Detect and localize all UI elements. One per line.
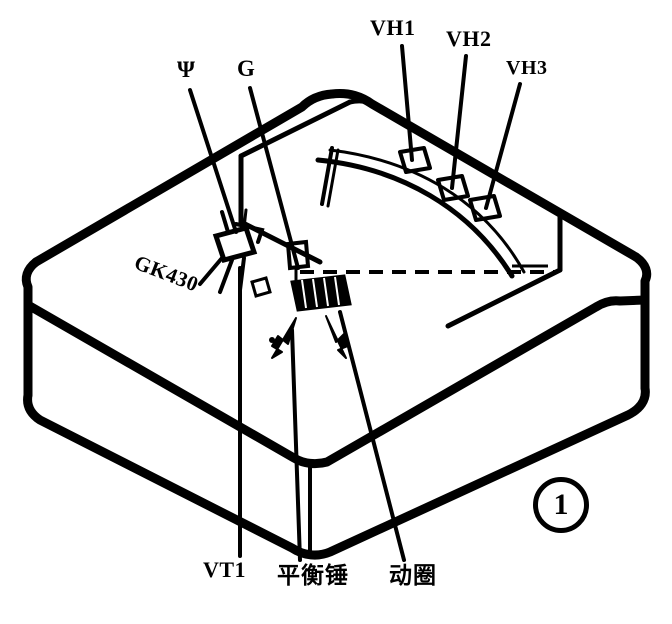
label-balance-weight: 平衡锤 — [277, 563, 349, 589]
label-vt1: VT1 — [203, 557, 247, 582]
lid-edge-left-front — [21, 257, 41, 310]
gk430-lead-1 — [198, 256, 224, 286]
lid-apex-rear — [327, 89, 641, 262]
small-component-body — [285, 239, 311, 271]
lid-recessed-panel — [238, 98, 563, 329]
arrowhead-left — [271, 317, 297, 359]
scale-arc-inner — [328, 148, 526, 274]
leader-lines-bottom — [238, 266, 406, 562]
coil-block-body — [290, 274, 352, 312]
pointer-needle-shadow — [326, 148, 340, 208]
scale-arc-group — [315, 148, 526, 279]
gk430-lead-top-2 — [242, 208, 248, 230]
lid-front-silhouette — [23, 295, 650, 469]
coil-block-hatching — [301, 276, 340, 309]
panel-edge-front-right — [445, 267, 563, 329]
moving-coil-block — [290, 274, 352, 312]
leader-line-moving-coil — [338, 310, 406, 562]
leader-line-vh3 — [484, 82, 522, 210]
label-g: G — [237, 56, 255, 81]
label-vh1: VH1 — [370, 15, 416, 40]
gk430-component-symbol — [198, 208, 272, 298]
leader-line-g — [248, 86, 300, 270]
panel-edge-rear-right — [347, 98, 563, 215]
leader-lines-top — [400, 44, 522, 210]
arrow-dot-marker — [269, 337, 275, 343]
pointer-needle — [320, 146, 334, 206]
label-psi: Ψ — [177, 57, 195, 82]
body-bottom-silhouette — [23, 383, 650, 560]
panel-edge-rear-left — [238, 99, 353, 159]
leader-line-psi — [188, 88, 238, 234]
terminal-slot-vh1[interactable] — [398, 146, 432, 174]
leader-line-vh1 — [400, 44, 414, 162]
label-vh3: VH3 — [506, 57, 548, 79]
lid-edge-left-rear — [31, 89, 337, 267]
gk430-lead-top-1 — [220, 210, 230, 234]
arrowhead-markers-group — [269, 315, 349, 359]
leader-line-balance-weight — [290, 328, 302, 562]
pointer-needle-group — [320, 146, 340, 208]
terminal-slot-vh3[interactable] — [468, 194, 502, 222]
dashed-reference-line-group — [300, 264, 556, 274]
label-moving-coil: 动圈 — [389, 563, 437, 589]
scale-arc — [315, 157, 515, 279]
gk430-lead-2 — [218, 258, 234, 294]
lid-edge-right-rear — [631, 252, 652, 305]
leader-lines-upper-left — [188, 86, 300, 270]
label-vh2: VH2 — [446, 26, 492, 51]
figure-number-badge: 1 — [533, 477, 589, 533]
gk430-adjacent-part — [250, 276, 272, 298]
leader-line-vh2 — [450, 54, 468, 190]
